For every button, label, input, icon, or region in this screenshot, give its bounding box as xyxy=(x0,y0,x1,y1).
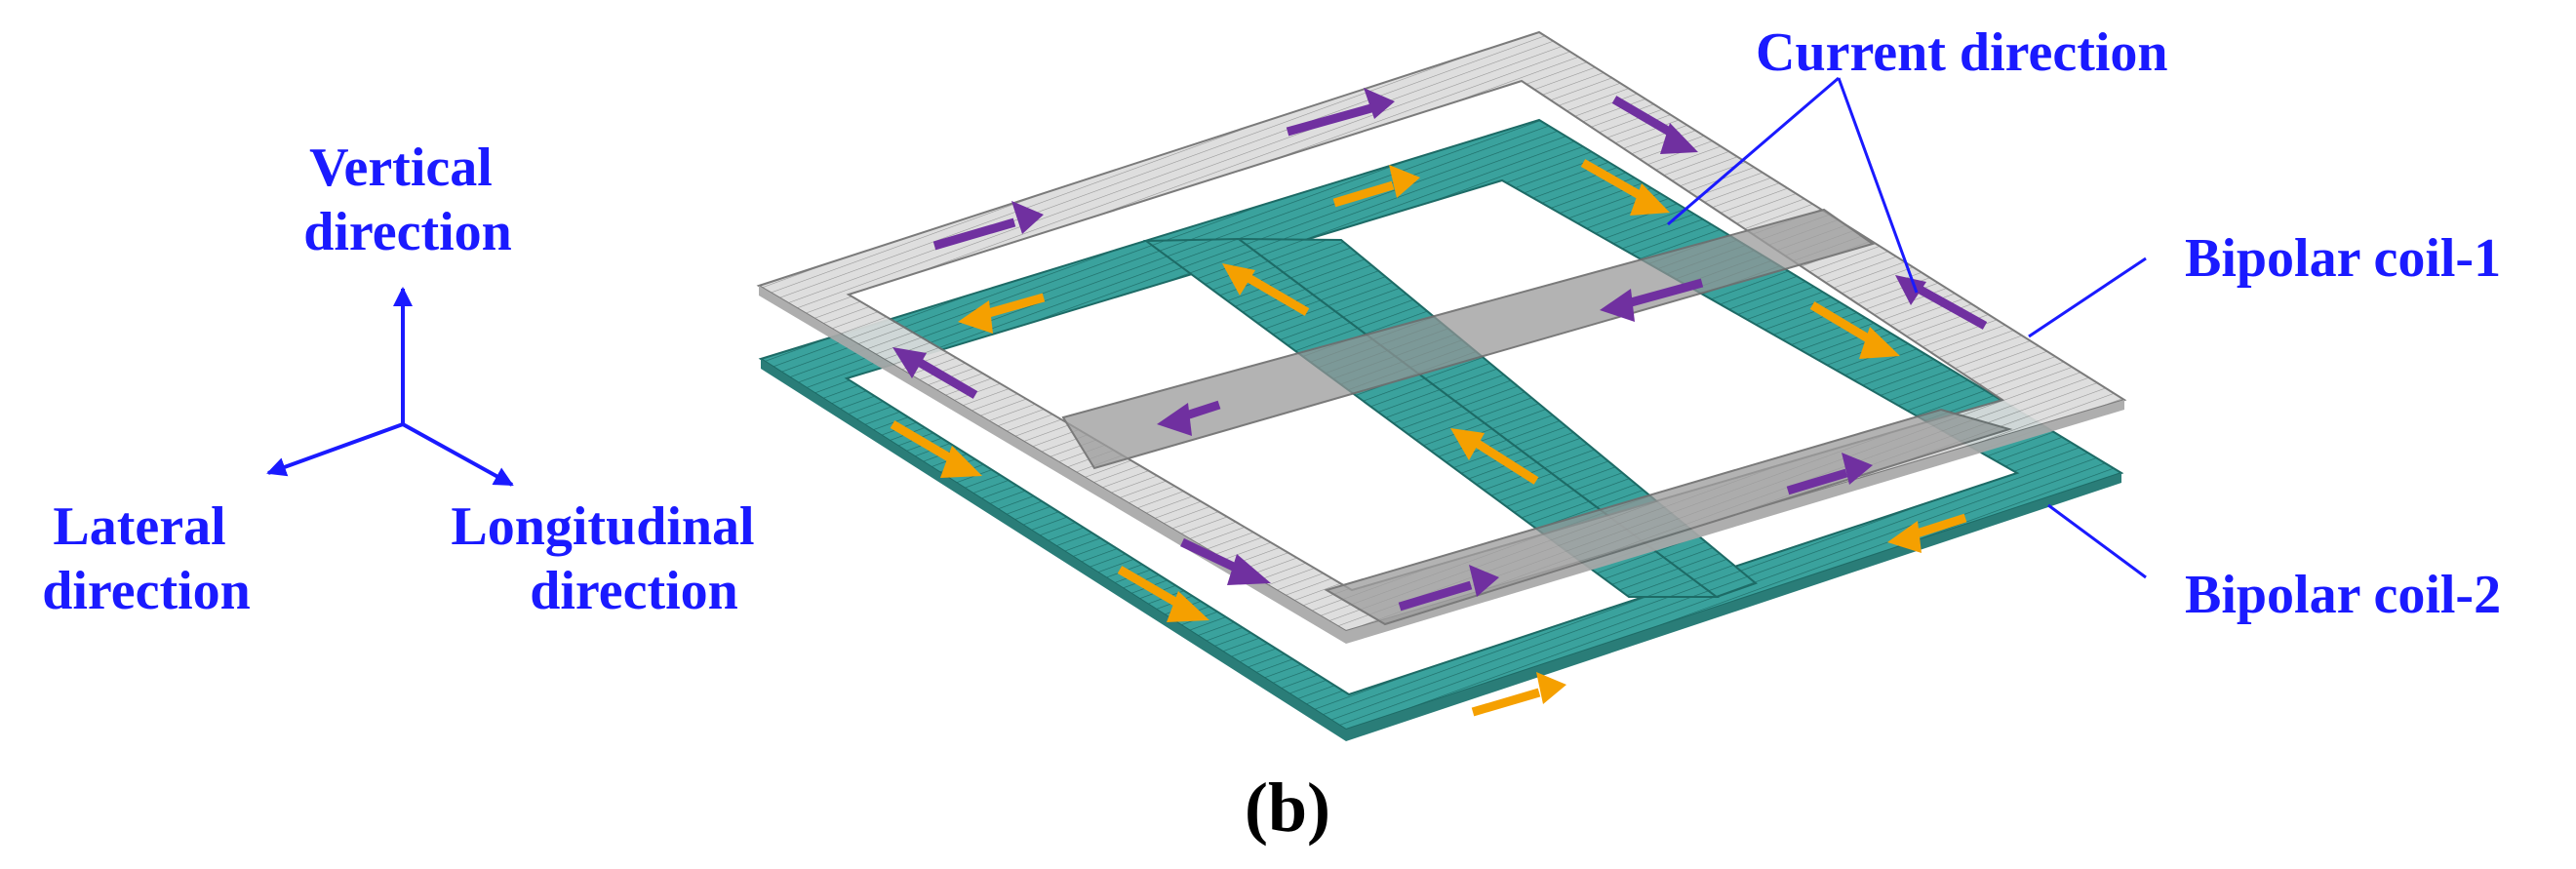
arrow xyxy=(1912,513,1967,539)
coil2-label: Bipolar coil-2 xyxy=(2185,565,2501,625)
arrow xyxy=(1580,159,1647,202)
current-direction-label: Current direction xyxy=(1756,22,2168,83)
arrow-head xyxy=(1630,183,1670,216)
arrow xyxy=(1622,278,1704,309)
coil2-leader xyxy=(2047,503,2147,579)
vertical-label: Vertical direction xyxy=(303,138,512,262)
lateral-label: Lateral direction xyxy=(42,496,251,621)
arrow xyxy=(1117,566,1183,609)
coil1-label: Bipolar coil-1 xyxy=(2185,228,2501,289)
arrow-head xyxy=(1364,88,1395,119)
arrow xyxy=(1786,468,1848,495)
arrow-head xyxy=(1167,591,1209,622)
arrow-head xyxy=(1389,165,1420,198)
arrow-head xyxy=(1469,565,1499,597)
arrow-head xyxy=(1450,428,1485,460)
arrow xyxy=(1286,99,1387,137)
bipolar-coil-1 xyxy=(756,30,2127,644)
callouts: Current direction Bipolar coil-1 Bipolar… xyxy=(1667,22,2501,625)
current-arrows xyxy=(890,88,1988,717)
arrow xyxy=(890,420,957,464)
arrow xyxy=(1914,284,1988,330)
figure-caption: (b) xyxy=(1245,769,1330,847)
arrow-head xyxy=(1660,123,1698,154)
arrow xyxy=(983,293,1046,319)
arrow-head xyxy=(1227,554,1271,585)
orange-arrows xyxy=(890,159,1967,717)
arrow xyxy=(1246,274,1310,316)
arrow xyxy=(1471,688,1541,717)
arrow-head xyxy=(1842,453,1873,485)
arrow-head xyxy=(958,300,993,334)
axis-triad: Vertical direction Lateral direction Lon… xyxy=(42,138,768,621)
arrow xyxy=(932,217,1016,251)
coil1-bar-lower xyxy=(1324,408,2013,626)
bipolar-coil-2 xyxy=(758,118,2124,741)
arrow-head xyxy=(892,347,927,378)
arrow-head xyxy=(1536,672,1566,704)
arrow-head xyxy=(1011,201,1044,234)
arrow xyxy=(1611,96,1681,140)
longitudinal-label: Longitudinal direction xyxy=(451,496,768,621)
arrow-head xyxy=(1887,521,1922,553)
arrow-head xyxy=(1222,263,1255,296)
coil1-leader xyxy=(2028,257,2147,338)
longitudinal-axis-arrow xyxy=(402,422,514,487)
arrow xyxy=(1809,301,1876,345)
arrow-head xyxy=(1157,403,1192,436)
coil1-bar-upper xyxy=(1061,208,1876,470)
current-direction-leader-1 xyxy=(1667,76,1840,226)
arrow-head xyxy=(1859,327,1900,359)
arrow xyxy=(914,357,978,399)
arrow-head xyxy=(940,446,982,478)
purple-arrows xyxy=(892,88,1988,612)
arrow xyxy=(1475,440,1539,485)
arrow xyxy=(1332,180,1395,208)
arrow-head xyxy=(1600,289,1635,322)
lateral-axis-arrow xyxy=(266,422,404,477)
current-direction-leader-2 xyxy=(1837,77,1919,294)
arrow xyxy=(1398,580,1473,612)
arrow-head xyxy=(1895,275,1926,305)
